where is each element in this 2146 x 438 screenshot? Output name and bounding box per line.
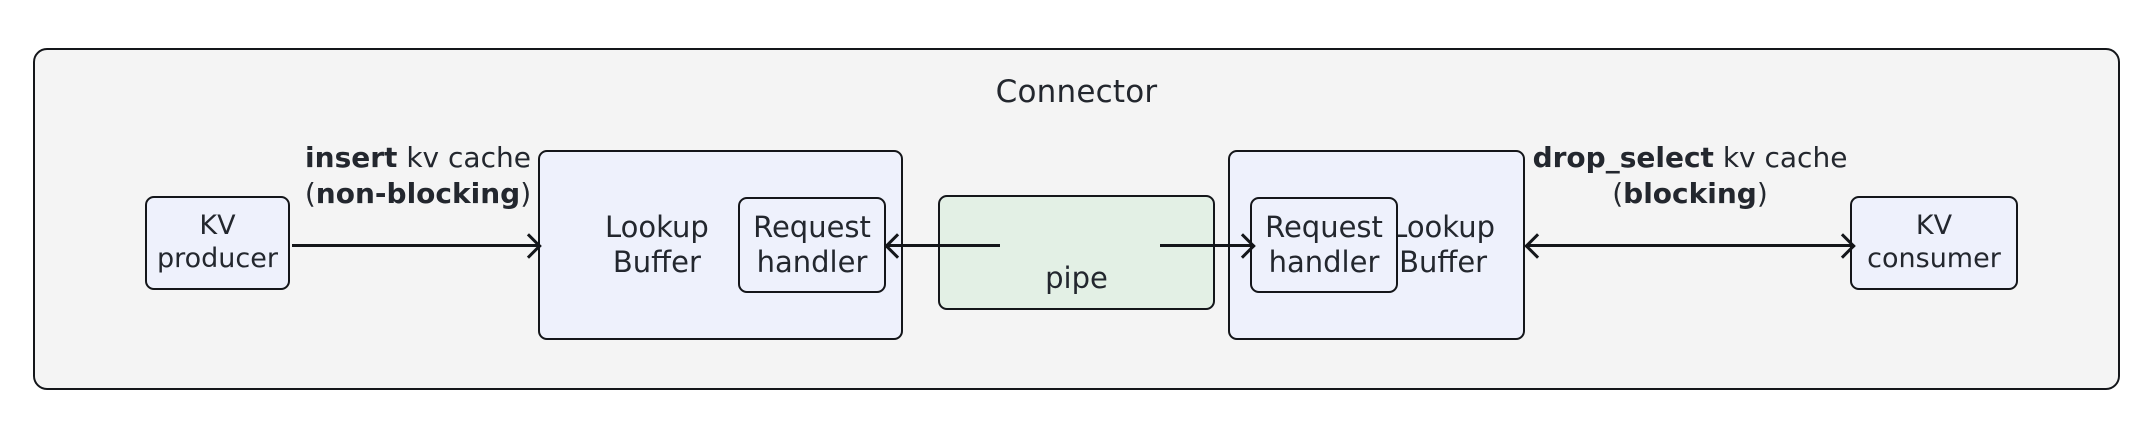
insert-rest: kv cache [397,141,531,174]
insert-mode-bold: non-blocking [315,176,521,210]
drop-select-bold: drop_select [1532,141,1714,174]
connector-title: Connector [995,74,1158,110]
kv-consumer-line2: consumer [1867,243,2001,274]
req-left-line2: handler [756,245,868,279]
lookup-buffer-right-label: Lookup Buffer [1391,210,1495,281]
request-handler-right-label: Request handler [1265,210,1383,281]
arrow-pipe-to-left-buffer [884,232,1000,259]
arrow-drop-select [1524,232,1856,259]
kv-consumer-node[interactable]: KV consumer [1850,196,2018,290]
drop-select-paren-open: ( [1612,176,1624,210]
drop-select-label-line2: (blocking) [1525,176,1855,212]
insert-bold: insert [305,141,398,174]
arrow-insert [292,232,542,259]
drop-select-mode-bold: blocking [1623,176,1757,210]
req-right-line2: handler [1268,245,1380,279]
kv-producer-label: KV producer [157,210,278,276]
insert-paren-close: ) [520,176,532,210]
lookup-left-line1: Lookup [605,209,709,244]
request-handler-right-node[interactable]: Request handler [1250,197,1398,293]
pipe-label: pipe [1045,260,1108,295]
request-handler-left-label: Request handler [753,210,871,281]
insert-label-line1: insert kv cache [305,141,531,174]
kv-producer-node[interactable]: KV producer [145,196,290,290]
kv-producer-line1: KV [199,210,236,242]
arrow-pipe-to-right-buffer [1160,232,1256,259]
lookup-right-line2: Buffer [1399,245,1488,279]
kv-consumer-line1: KV [1915,210,1953,242]
lookup-buffer-left-label: Lookup Buffer [605,210,709,281]
drop-select-rest: kv cache [1713,141,1848,174]
lookup-left-line2: Buffer [612,245,701,279]
drop-select-paren-close: ) [1756,176,1768,210]
request-handler-left-node[interactable]: Request handler [738,197,886,293]
pipe-node[interactable]: pipe [938,195,1215,310]
drop-select-label-line1: drop_select kv cache [1533,141,1848,174]
kv-producer-line2: producer [157,243,278,274]
insert-paren-open: ( [304,176,316,210]
insert-edge-label: insert kv cache (non-blocking) [293,140,543,212]
req-right-line1: Request [1265,209,1383,244]
req-left-line1: Request [753,209,871,244]
kv-consumer-label: KV consumer [1867,210,2001,276]
lookup-right-line1: Lookup [1391,209,1495,244]
drop-select-edge-label: drop_select kv cache (blocking) [1525,140,1855,212]
insert-label-line2: (non-blocking) [293,176,543,212]
